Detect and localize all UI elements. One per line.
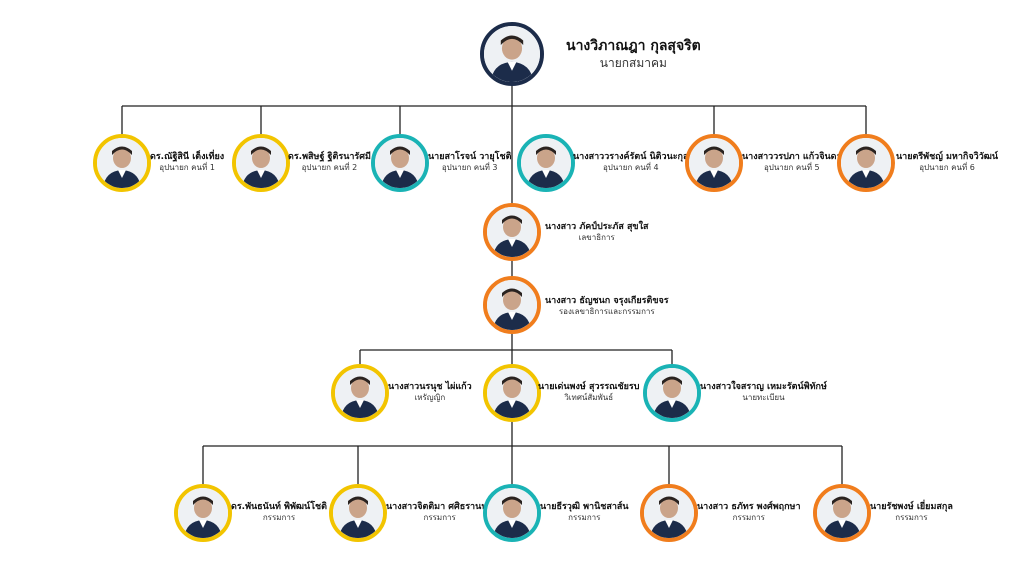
avatar: [93, 134, 151, 192]
member-role: เลขาธิการ: [578, 233, 615, 242]
avatar: [174, 484, 232, 542]
avatar: [331, 364, 389, 422]
member-name: นางสาว ธัญชนก จรุงเกียรติขจร: [545, 296, 669, 306]
member-name: นายเด่นพงษ์ สุวรรณชัยรบ: [538, 382, 640, 392]
member-name: นางสาว ธภัทร พงศ์พฤกษา: [697, 502, 801, 512]
member-name: นางสาวนรนุช ไผ่แก้ว: [388, 382, 472, 392]
member-role: อุปนายก คนที่ 5: [763, 163, 820, 172]
avatar: [813, 484, 871, 542]
member-role: กรรมการ: [423, 513, 456, 522]
avatar: [329, 484, 387, 542]
avatar: [837, 134, 895, 192]
avatar: [685, 134, 743, 192]
avatar: [640, 484, 698, 542]
member-name: นางสาวจิตติมา ศศิธรานนท์: [386, 502, 494, 512]
member-name: นางวิภาณฎา กุลสุจริต: [566, 38, 701, 54]
avatar: [483, 364, 541, 422]
member-name: นางสาววรางค์รัตน์ นิติวนะกุล: [573, 152, 689, 162]
member-name: นายรัชพงษ์ เยี่ยมสกุล: [870, 502, 953, 512]
member-name: นายธีรวุฒิ พานิชสาส์น: [540, 502, 629, 512]
member-role: วิเทศน์สัมพันธ์: [564, 393, 614, 402]
member-role: กรรมการ: [895, 513, 928, 522]
member-role: อุปนายก คนที่ 4: [602, 163, 659, 172]
member-name: ดร.พันธนันท์ พิพัฒน์โชติ: [231, 502, 327, 512]
member-name: นายสาโรจน์ วายุโชติ: [428, 152, 512, 162]
member-role: นายทะเบียน: [742, 393, 785, 402]
avatar: [232, 134, 290, 192]
avatar: [480, 22, 544, 86]
member-name: ดร.พสิษฐ์ ฐิติรนารัศมี: [288, 152, 371, 162]
member-role: เหรัญญิก: [414, 393, 446, 402]
member-role: กรรมการ: [568, 513, 601, 522]
member-role: อุปนายก คนที่ 2: [301, 163, 358, 172]
member-name: นางสาววรปภา แก้วจินดา: [742, 152, 842, 162]
member-role: อุปนายก คนที่ 6: [919, 163, 975, 172]
member-name: ดร.ณัฐิสินี เต็งเที่ยง: [150, 152, 225, 162]
avatar: [483, 276, 541, 334]
avatar: [643, 364, 701, 422]
member-role: อุปนายก คนที่ 1: [159, 163, 215, 172]
member-role: รองเลขาธิการและกรรมการ: [558, 307, 655, 316]
avatar: [517, 134, 575, 192]
member-role: นายกสมาคม: [599, 56, 667, 70]
avatar: [483, 484, 541, 542]
member-name: นายตรีพัชญ์ มหากิจวิวัฒน์: [896, 152, 999, 162]
member-role: อุปนายก คนที่ 3: [441, 163, 498, 172]
member-name: นางสาวใจสราญ เหมะรัตน์พิทักษ์: [700, 382, 827, 392]
avatar: [483, 203, 541, 261]
member-role: กรรมการ: [732, 513, 765, 522]
avatar: [371, 134, 429, 192]
member-role: กรรมการ: [262, 513, 296, 522]
member-name: นางสาว ภัคป์ประภัส สุขใส: [545, 222, 649, 232]
